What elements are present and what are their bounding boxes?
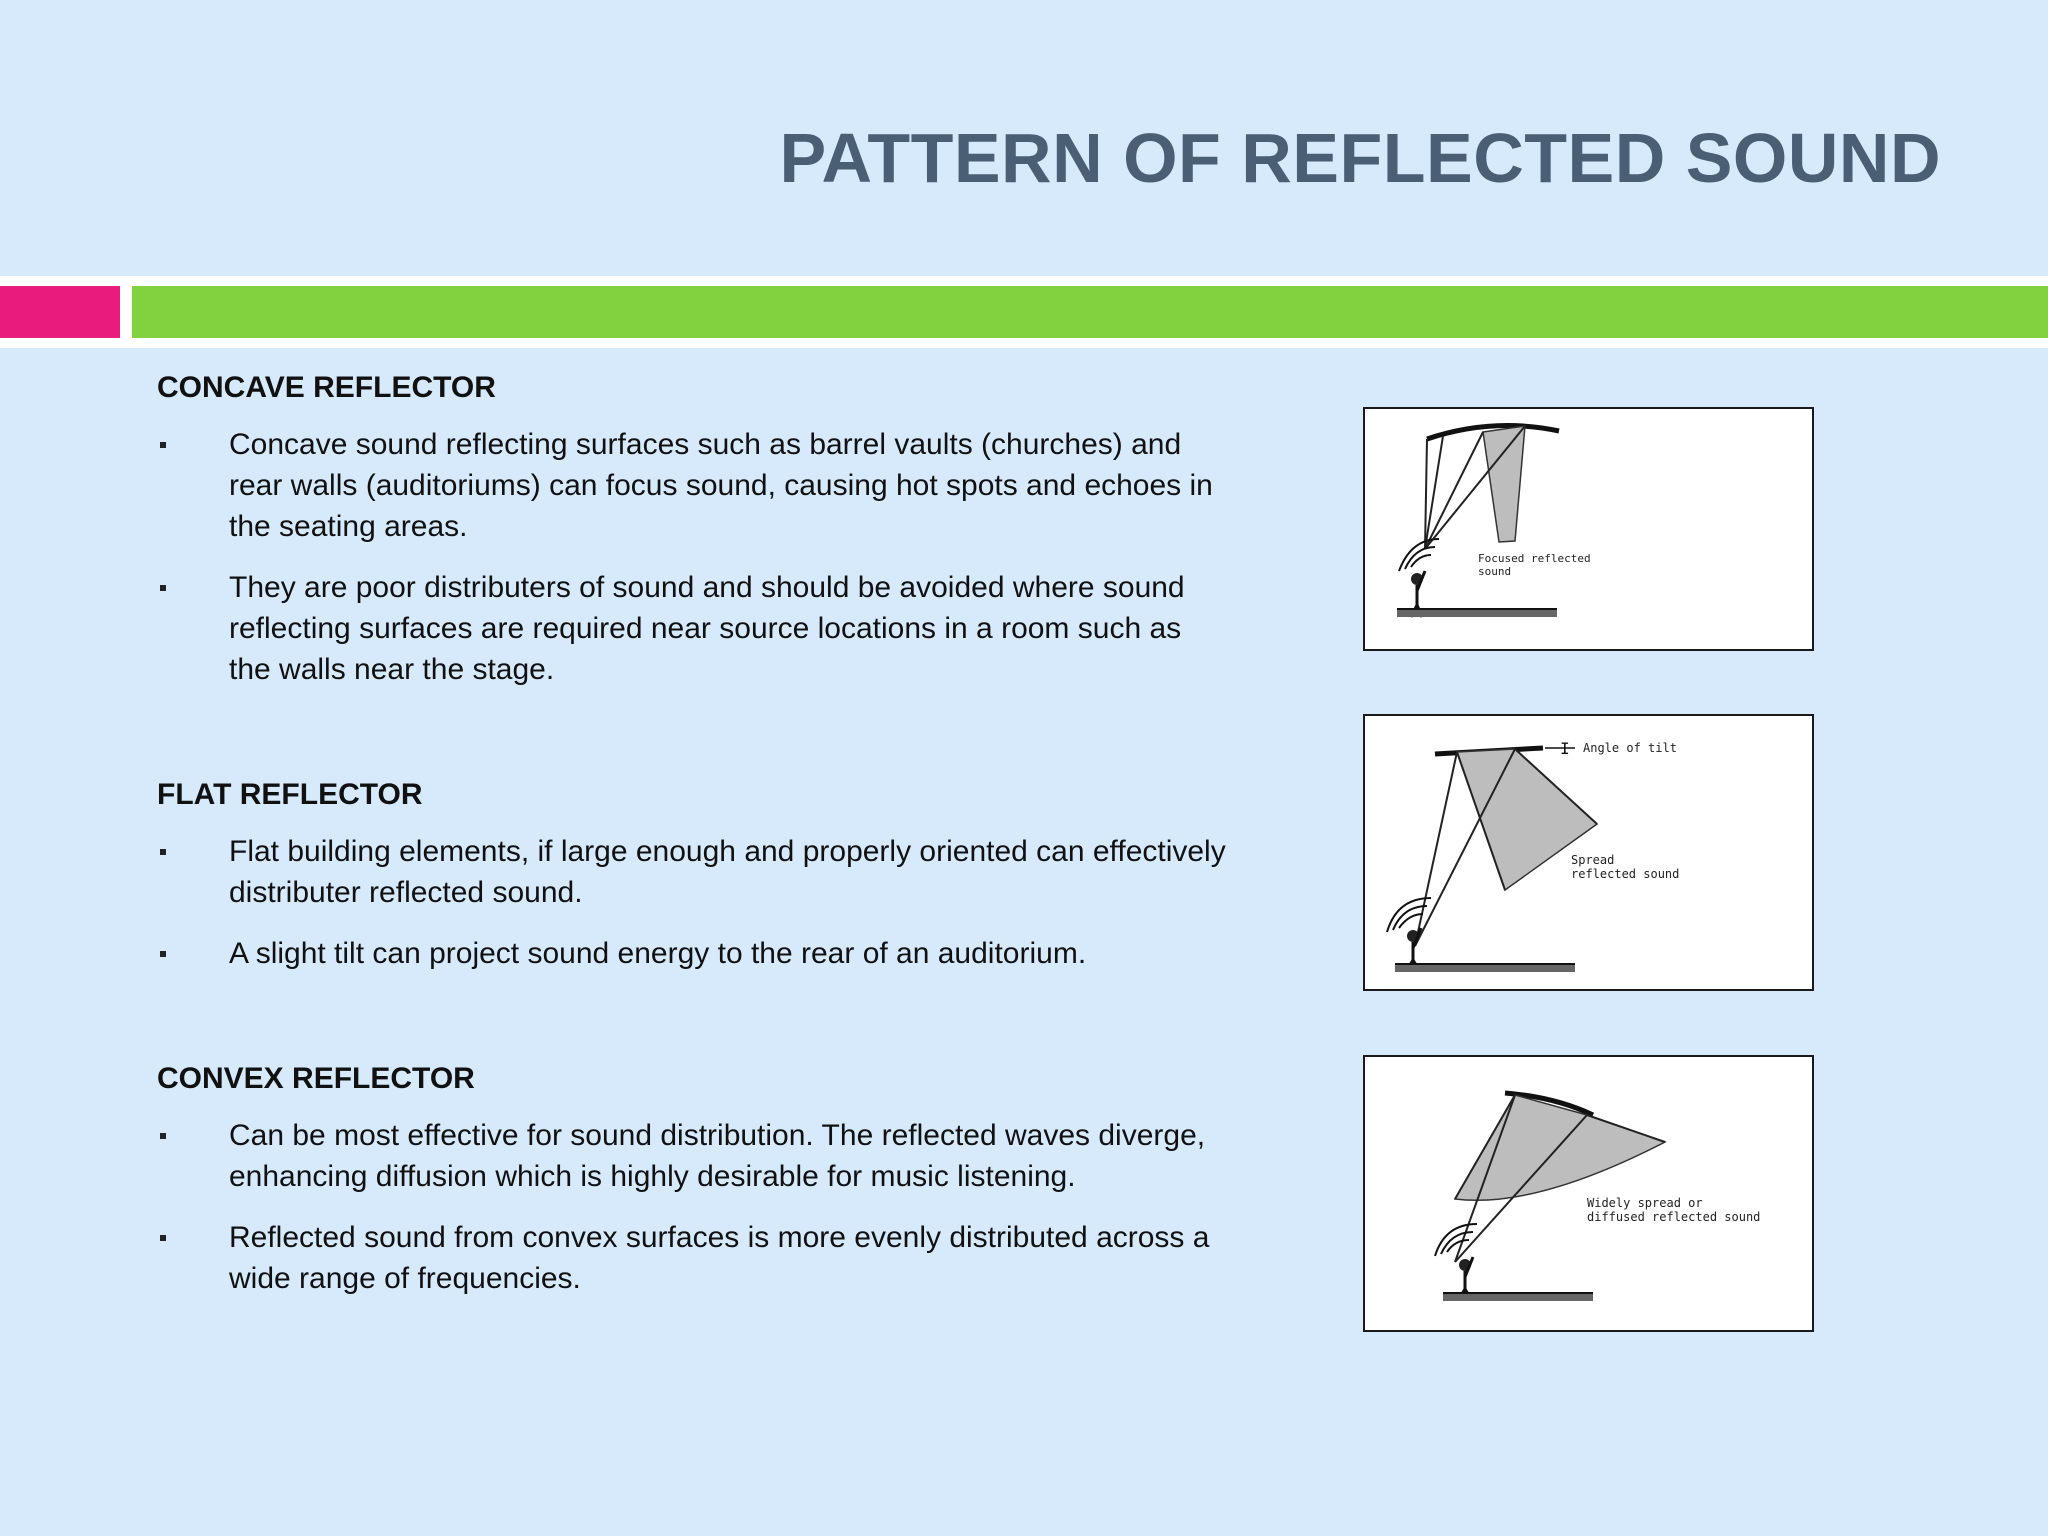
bullet-list: Can be most effective for sound distribu… (157, 1115, 1209, 1299)
flat-diagram: I Angle of tilt Spread reflected sound (1386, 739, 1679, 972)
section-concave: CONCAVE REFLECTOR Concave sound reflecti… (157, 370, 1213, 710)
convex-reflector-figure: Widely spread or diffused reflected soun… (1363, 1055, 1814, 1332)
concave-label-line1: Focused reflected (1478, 552, 1591, 565)
accent-bar-green (132, 286, 2048, 338)
convex-diagram: Widely spread or diffused reflected soun… (1434, 1090, 1760, 1301)
bullet-list: Concave sound reflecting surfaces such a… (157, 424, 1213, 690)
section-heading: CONCAVE REFLECTOR (157, 371, 496, 404)
flat-reflector-figure: I Angle of tilt Spread reflected sound (1363, 714, 1814, 991)
flat-label-line1: Spread (1571, 853, 1614, 867)
slide-title: PATTERN OF REFLECTED SOUND (779, 119, 1941, 197)
concave-label-line2: sound (1478, 565, 1511, 578)
bullet-item: Can be most effective for sound distribu… (157, 1115, 1229, 1197)
concave-diagram: Focused reflected sound (1397, 423, 1591, 618)
section-heading: CONVEX REFLECTOR (157, 1062, 475, 1095)
bullet-item: A slight tilt can project sound energy t… (157, 933, 1229, 974)
angle-of-tilt-label: Angle of tilt (1583, 741, 1677, 755)
accent-bar-pink (0, 286, 120, 338)
section-flat: FLAT REFLECTOR Flat building elements, i… (157, 777, 1226, 994)
bullet-item: They are poor distributers of sound and … (157, 567, 1229, 690)
bullet-item: Reflected sound from convex surfaces is … (157, 1217, 1229, 1299)
convex-label-line2: diffused reflected sound (1587, 1210, 1760, 1224)
convex-label-line1: Widely spread or (1587, 1196, 1703, 1210)
bullet-item: Flat building elements, if large enough … (157, 831, 1229, 913)
concave-reflector-figure: Focused reflected sound (1363, 407, 1814, 651)
flat-label-line2: reflected sound (1571, 867, 1679, 881)
bullet-list: Flat building elements, if large enough … (157, 831, 1226, 974)
bullet-item: Concave sound reflecting surfaces such a… (157, 424, 1229, 547)
section-convex: CONVEX REFLECTOR Can be most effective f… (157, 1061, 1209, 1319)
section-heading: FLAT REFLECTOR (157, 778, 423, 811)
